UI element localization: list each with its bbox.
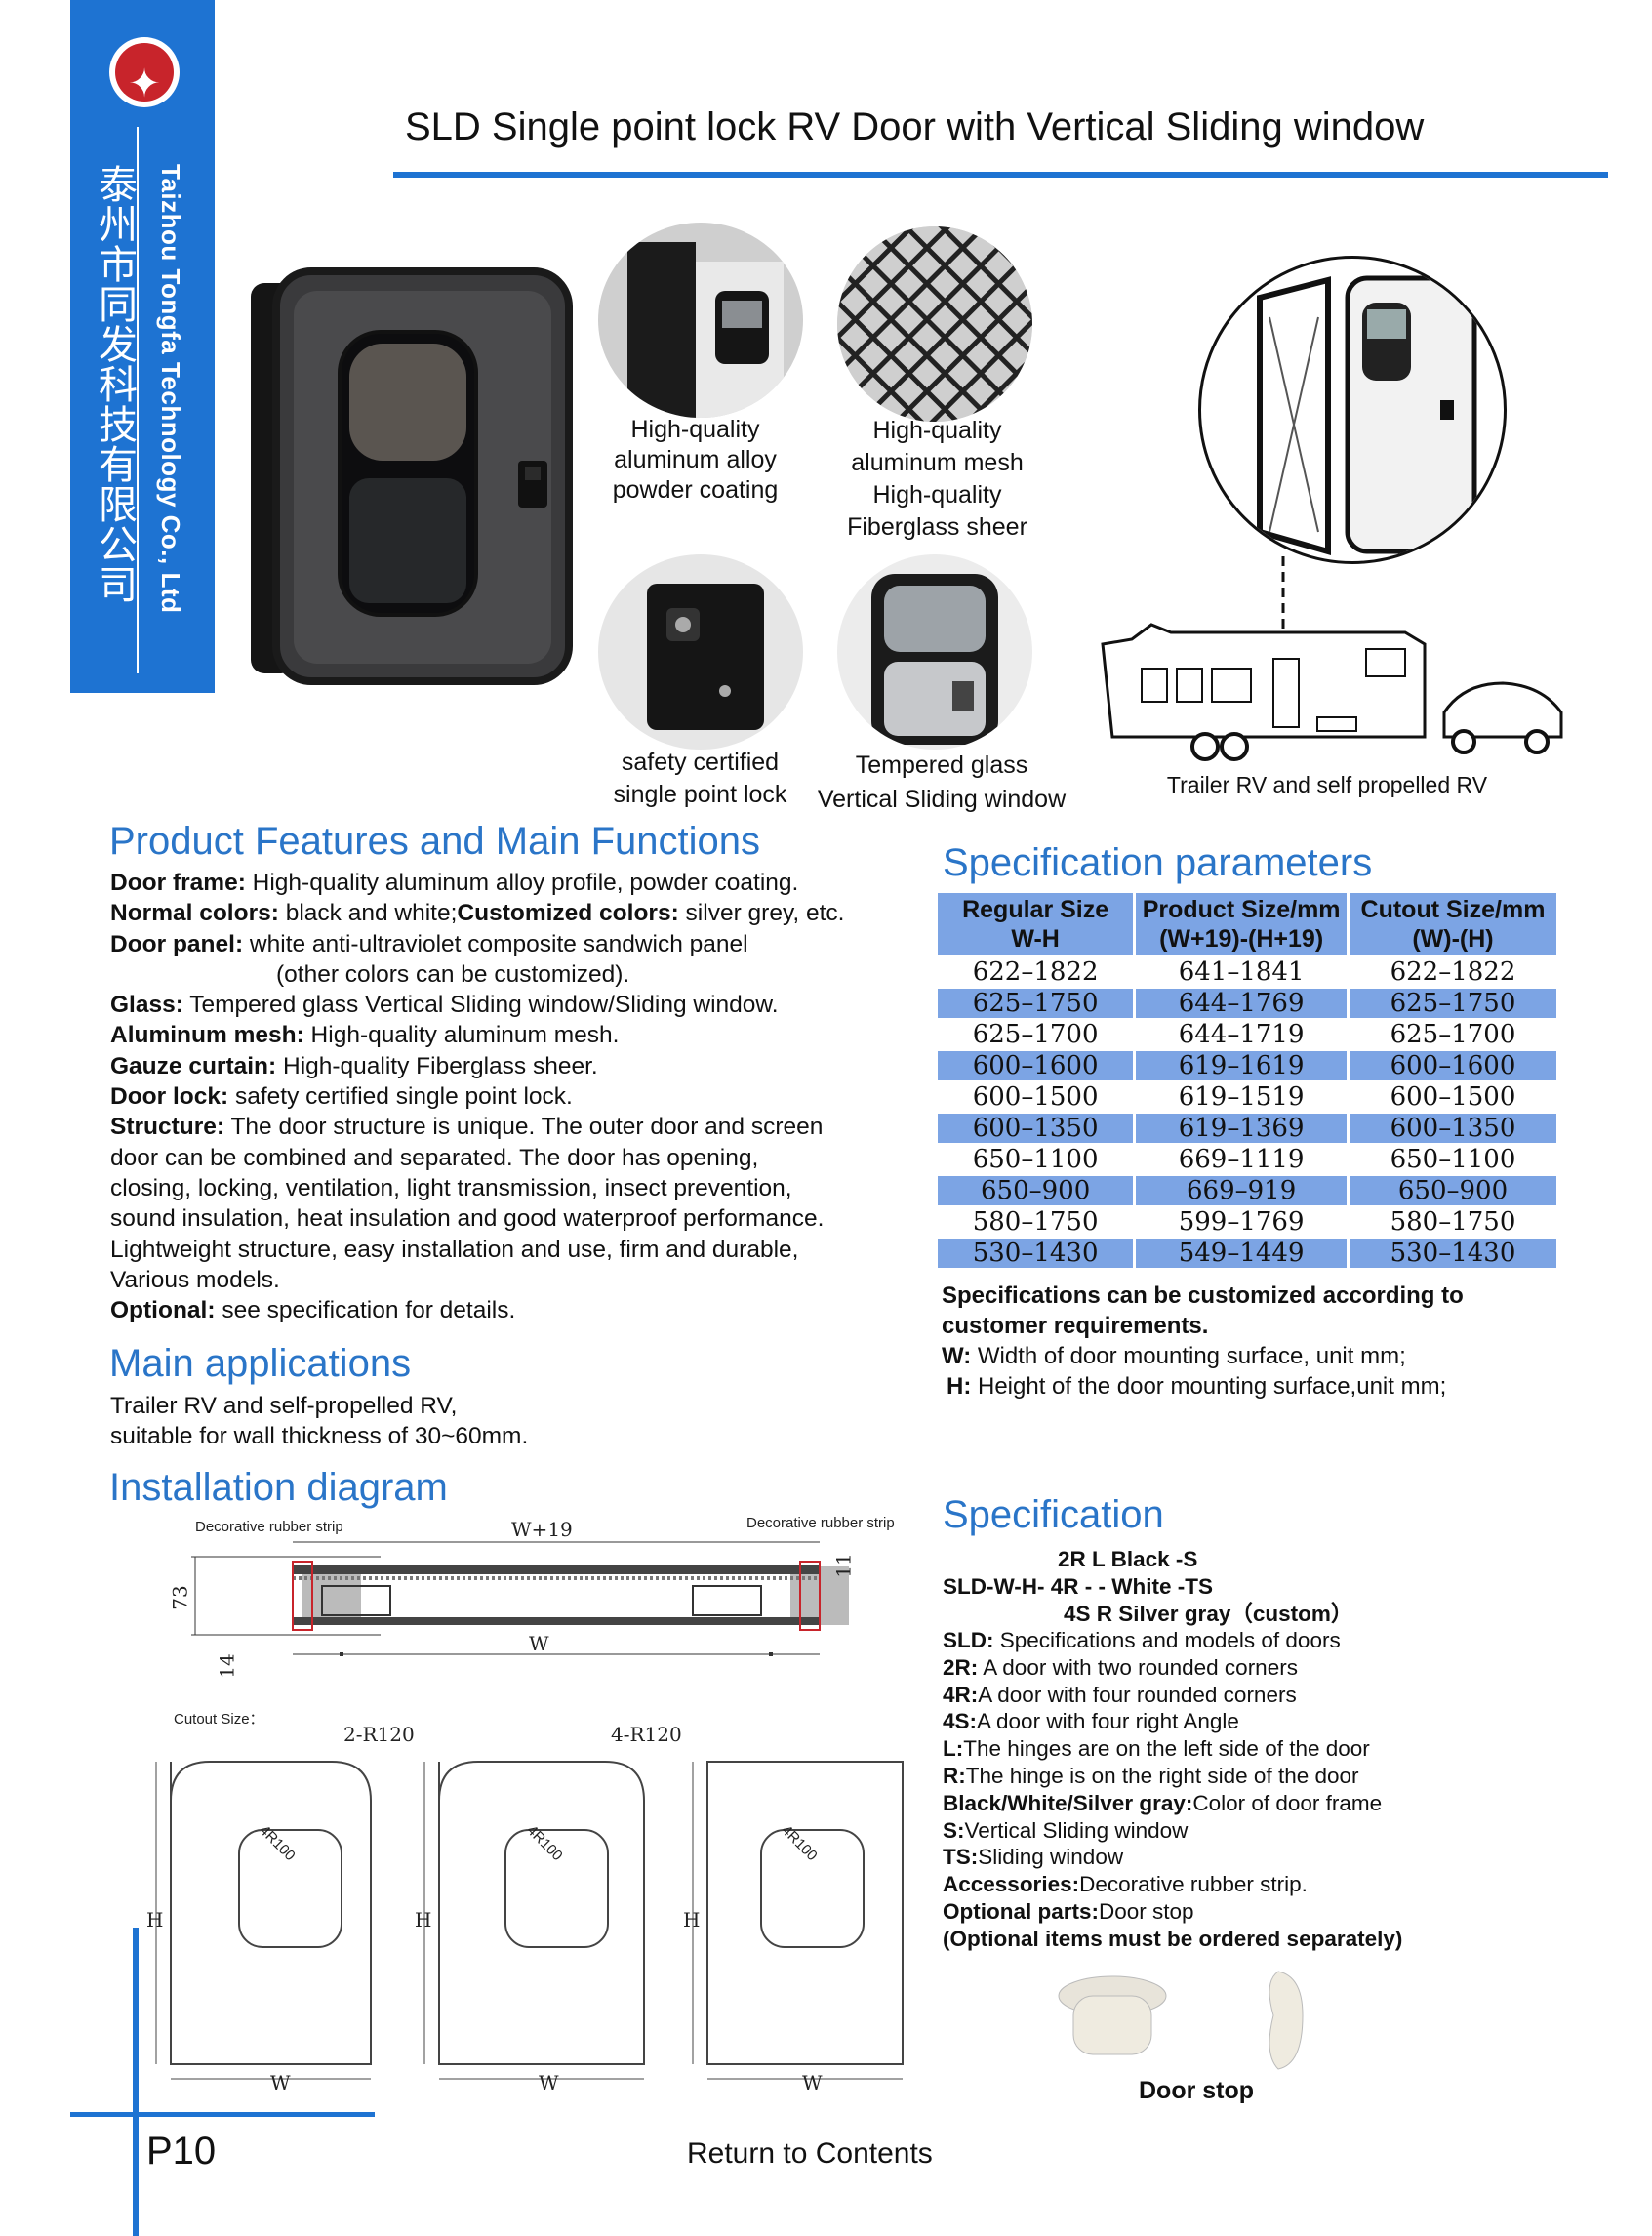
- return-to-contents-link[interactable]: Return to Contents: [687, 2137, 933, 2170]
- page-title: SLD Single point lock RV Door with Verti…: [405, 105, 1425, 148]
- caption-coating: High-quality aluminum alloy powder coati…: [612, 416, 779, 504]
- caption-trailer: Trailer RV and self propelled RV: [1166, 772, 1488, 797]
- cutout-drawings: [146, 1742, 907, 2103]
- caption-glass: Tempered glass Vertical Sliding window: [817, 752, 1067, 813]
- open-door-photo: [1198, 256, 1507, 564]
- feature-line: Aluminum mesh: High-quality aluminum mes…: [110, 1022, 620, 1049]
- spec-item: 4R:A door with four rounded corners: [943, 1682, 1297, 1707]
- logo-red-circle: [115, 43, 174, 102]
- feature-line: Various models.: [110, 1266, 280, 1293]
- specification-list: SLD: Specifications and models of doors …: [943, 1627, 1402, 1953]
- spec-item: R:The hinge is on the right side of the …: [943, 1763, 1359, 1788]
- spec-item: (Optional items must be ordered separate…: [943, 1926, 1403, 1951]
- feature-line: Normal colors: black and white;Customize…: [110, 900, 845, 927]
- title-underline: [393, 172, 1608, 178]
- feature-line: (other colors can be customized).: [276, 960, 630, 988]
- cutout-h-2: H: [415, 1908, 432, 1931]
- col-header-cutout: Cutout Size/mm(W)-(H): [1349, 893, 1556, 955]
- feature-line: Gauze curtain: High-quality Fiberglass s…: [110, 1052, 598, 1079]
- label-rubber-strip-right: Decorative rubber strip: [746, 1515, 895, 1531]
- label-w: W: [529, 1632, 549, 1655]
- spec-params-notes: Specifications can be customized accordi…: [942, 1282, 1464, 1400]
- label-73: 73: [168, 1585, 192, 1610]
- cutout-w-2: W: [539, 2071, 559, 2094]
- feature-line: Door panel: white anti-ultraviolet compo…: [110, 930, 748, 957]
- coating-detail-photo: [598, 223, 803, 418]
- cutout-h-3: H: [683, 1908, 701, 1931]
- page-number: P10: [146, 2130, 217, 2173]
- cutout-w-1: W: [270, 2071, 291, 2094]
- spec-item: Optional parts:Door stop: [943, 1898, 1194, 1924]
- label-14: 14: [215, 1653, 239, 1679]
- specification-heading: Specification: [943, 1493, 1164, 1536]
- spec-params-heading: Specification parameters: [943, 841, 1373, 884]
- company-name-chinese: 泰州市同发科技有限公司: [92, 164, 137, 604]
- feature-line: door can be combined and separated. The …: [110, 1144, 759, 1171]
- label-2r120: 2-R120: [343, 1723, 415, 1746]
- footer-vertical-line: [133, 1928, 139, 2236]
- applications-heading: Main applications: [109, 1342, 412, 1385]
- cutout-h-1: H: [146, 1908, 164, 1931]
- features-heading: Product Features and Main Functions: [109, 820, 761, 863]
- spec-item: TS:Sliding window: [943, 1845, 1124, 1870]
- caption-lock: safety certified single point lock: [613, 749, 787, 808]
- installation-heading: Installation diagram: [109, 1466, 448, 1509]
- spec-item: L:The hinges are on the left side of the…: [943, 1736, 1370, 1762]
- feature-line: Door lock: safety certified single point…: [110, 1083, 573, 1111]
- spec-item: Accessories:Decorative rubber strip.: [943, 1872, 1308, 1897]
- logo-star-icon: ✦: [128, 62, 161, 105]
- spec-item: SLD: Specifications and models of doors: [943, 1628, 1341, 1652]
- feature-line: Structure: The door structure is unique.…: [110, 1114, 824, 1141]
- label-11: 11: [831, 1553, 856, 1578]
- feature-line: Door frame: High-quality aluminum alloy …: [110, 870, 799, 896]
- door-stop-photo: [1054, 1967, 1337, 2074]
- label-4r120: 4-R120: [611, 1723, 682, 1746]
- spec-item: S:Vertical Sliding window: [943, 1817, 1189, 1843]
- company-name-english: Taizhou Tongfa Technology Co., Ltd: [156, 164, 185, 614]
- feature-line: Optional: see specification for details.: [110, 1297, 516, 1324]
- trailer-rv-drawing: [1093, 547, 1571, 761]
- feature-line: Glass: Tempered glass Vertical Sliding w…: [110, 992, 779, 1019]
- sidebar-divider: [137, 127, 139, 673]
- col-header-product: Product Size/mm(W+19)-(H+19): [1136, 893, 1347, 955]
- features-list: Door frame: High-quality aluminum alloy …: [110, 868, 844, 1325]
- label-rubber-strip-left: Decorative rubber strip: [195, 1519, 343, 1535]
- lock-detail-photo: [598, 554, 803, 750]
- feature-line: Lightweight structure, easy installation…: [110, 1236, 799, 1263]
- door-product-photo: [247, 264, 579, 693]
- footer-horizontal-line: [70, 2112, 375, 2117]
- glass-detail-photo: [837, 554, 1032, 750]
- spec-item: 4S:A door with four right Angle: [943, 1709, 1239, 1734]
- caption-mesh: High-quality aluminum mesh High-quality …: [847, 417, 1027, 541]
- spec-item: 2R: A door with two rounded corners: [943, 1654, 1298, 1680]
- feature-line: closing, locking, ventilation, light tra…: [110, 1174, 792, 1201]
- company-sidebar: [70, 0, 215, 693]
- section-drawing: [146, 1518, 907, 1693]
- applications-text: Trailer RV and self-propelled RV, suitab…: [110, 1393, 529, 1450]
- mesh-detail-photo: [837, 226, 1032, 422]
- feature-line: sound insulation, heat insulation and go…: [110, 1205, 825, 1233]
- label-w19: W+19: [511, 1518, 573, 1541]
- cutout-size-label: Cutout Size：: [174, 1711, 264, 1728]
- cutout-w-3: W: [802, 2071, 823, 2094]
- door-stop-label: Door stop: [1139, 2077, 1255, 2104]
- spec-item: Black/White/Silver gray:Color of door fr…: [943, 1790, 1383, 1815]
- specification-code: 2R L Black -S SLD-W-H- 4R - - White -TS …: [943, 1547, 1353, 1626]
